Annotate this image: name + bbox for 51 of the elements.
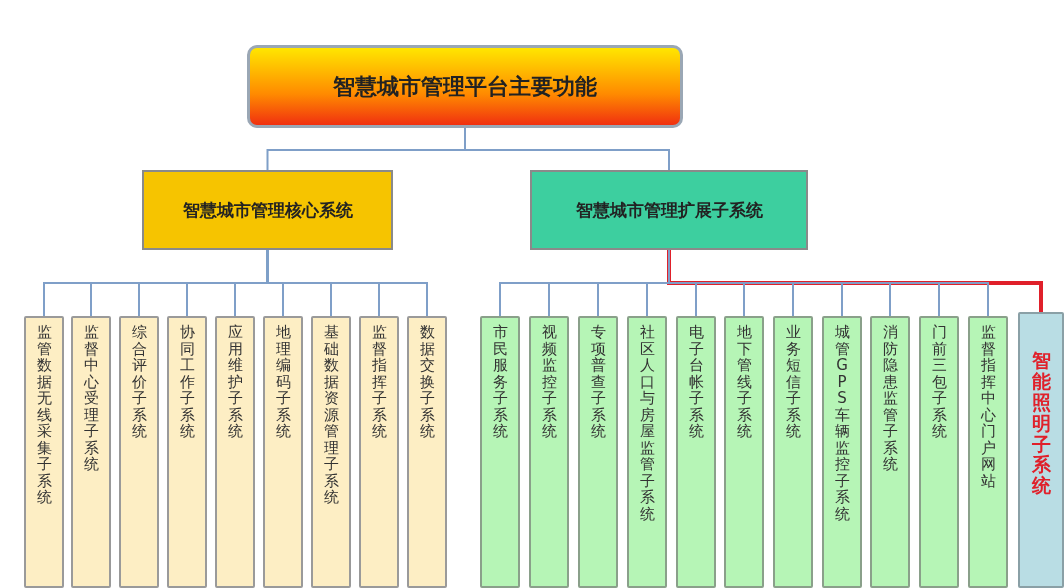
system-box bbox=[247, 45, 683, 128]
box-label: 消防隐患监管子系统 bbox=[882, 324, 898, 473]
box-label: 监督指挥子系统 bbox=[371, 324, 387, 440]
box-label: 智能照明子系统 bbox=[1031, 350, 1051, 497]
box-label: 应用维护子系统 bbox=[227, 324, 243, 440]
box-label: 视频监控子系统 bbox=[541, 324, 557, 440]
connector-line bbox=[266, 249, 428, 317]
connector-line bbox=[667, 250, 1043, 312]
subsystem-box bbox=[773, 316, 813, 588]
box-label: 地理编码子系统 bbox=[275, 324, 291, 440]
subsystem-box bbox=[1018, 312, 1064, 588]
box-label: 专项普查子系统 bbox=[590, 324, 606, 440]
subsystem-box bbox=[676, 316, 716, 588]
subsystem-box bbox=[724, 316, 764, 588]
subsystem-box bbox=[359, 316, 399, 588]
box-label: 地下管线子系统 bbox=[736, 324, 752, 440]
box-label: 监管数据无线采集子系统 bbox=[36, 324, 52, 506]
subsystem-box bbox=[215, 316, 255, 588]
box-label: 城管GPS车辆监控子系统 bbox=[834, 324, 850, 522]
box-label: 监督指挥中心门户网站 bbox=[980, 324, 996, 489]
box-label: 市民服务子系统 bbox=[492, 324, 508, 440]
subsystem-box bbox=[870, 316, 910, 588]
subsystem-box bbox=[968, 316, 1008, 588]
subsystem-box bbox=[167, 316, 207, 588]
box-label: 门前三包子系统 bbox=[931, 324, 947, 440]
subsystem-box bbox=[919, 316, 959, 588]
box-label: 智慧城市管理平台主要功能 bbox=[333, 72, 597, 101]
box-label: 监督中心受理子系统 bbox=[83, 324, 99, 473]
subsystem-box bbox=[71, 316, 111, 588]
box-label: 业务短信子系统 bbox=[785, 324, 801, 440]
box-label: 综合评价子系统 bbox=[131, 324, 147, 440]
subsystem-box bbox=[529, 316, 569, 588]
box-label: 数据交换子系统 bbox=[419, 324, 435, 440]
connector-line bbox=[464, 127, 670, 171]
box-label: 基础数据资源管理子系统 bbox=[323, 324, 339, 506]
system-box bbox=[142, 170, 393, 250]
subsystem-box bbox=[480, 316, 520, 588]
subsystem-box bbox=[311, 316, 351, 588]
subsystem-box bbox=[407, 316, 447, 588]
subsystem-box bbox=[119, 316, 159, 588]
subsystem-box bbox=[263, 316, 303, 588]
box-label: 智慧城市管理核心系统 bbox=[182, 198, 353, 222]
subsystem-box bbox=[578, 316, 618, 588]
box-label: 协同工作子系统 bbox=[179, 324, 195, 440]
box-label: 社区人口与房屋监管子系统 bbox=[639, 324, 655, 522]
box-label: 智慧城市管理扩展子系统 bbox=[575, 198, 763, 222]
box-label: 电子台帐子系统 bbox=[688, 324, 704, 440]
subsystem-box bbox=[822, 316, 862, 588]
system-box bbox=[530, 170, 808, 250]
subsystem-box bbox=[24, 316, 64, 588]
subsystem-box bbox=[627, 316, 667, 588]
